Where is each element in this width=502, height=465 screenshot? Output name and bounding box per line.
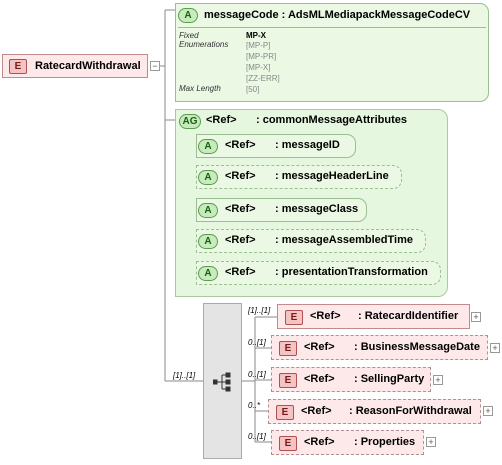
fixed-label: Fixed xyxy=(179,31,199,40)
attribute-ref: <Ref> xyxy=(225,234,256,246)
max-length-label: Max Length xyxy=(179,84,221,93)
enumeration-value: [MP-X] xyxy=(246,63,271,72)
attribute-message-assembled-time[interactable]: A <Ref> : messageAssembledTime xyxy=(196,229,426,253)
attribute-ref: <Ref> xyxy=(225,203,256,215)
attribute-badge-icon: A xyxy=(198,234,218,249)
attribute-name: : messageID xyxy=(275,139,340,151)
expand-icon[interactable]: + xyxy=(483,406,493,416)
child-name: : ReasonForWithdrawal xyxy=(349,405,472,417)
attribute-group-ref: <Ref> xyxy=(206,114,237,126)
child-properties[interactable]: E <Ref> : Properties xyxy=(271,430,424,455)
attribute-badge-icon: A xyxy=(198,139,218,154)
attribute-ref: <Ref> xyxy=(225,170,256,182)
child-cardinality: 0..[1] xyxy=(248,338,266,347)
expand-icon[interactable]: + xyxy=(471,312,481,322)
enumerations-label: Enumerations xyxy=(179,40,229,49)
child-name: : Properties xyxy=(354,436,416,448)
attribute-ref: <Ref> xyxy=(225,266,256,278)
child-ref: <Ref> xyxy=(310,310,341,322)
fixed-value: MP-X xyxy=(246,31,266,40)
child-name: : SellingParty xyxy=(354,373,425,385)
attribute-group-name: : commonMessageAttributes xyxy=(256,114,407,126)
attribute-ref: <Ref> xyxy=(225,139,256,151)
child-cardinality: 0..[1] xyxy=(248,432,266,441)
child-cardinality: 0..* xyxy=(248,401,261,410)
attribute-name: : messageClass xyxy=(275,203,359,215)
attribute-message-header-line[interactable]: A <Ref> : messageHeaderLine xyxy=(196,165,402,189)
attribute-message-id[interactable]: A <Ref> : messageID xyxy=(196,134,356,158)
child-ref: <Ref> xyxy=(304,341,335,353)
element-badge-icon: E xyxy=(9,59,27,74)
expand-icon[interactable]: + xyxy=(433,375,443,385)
child-business-message-date[interactable]: E <Ref> : BusinessMessageDate xyxy=(271,335,488,360)
child-name: : BusinessMessageDate xyxy=(354,341,480,353)
attribute-name: : messageAssembledTime xyxy=(275,234,413,246)
message-code-title: messageCode : AdsMLMediapackMessageCodeC… xyxy=(204,9,471,21)
collapse-icon[interactable]: − xyxy=(150,61,160,71)
element-badge-icon: E xyxy=(279,373,297,388)
expand-icon[interactable]: + xyxy=(490,343,500,353)
sequence-icon xyxy=(213,372,231,392)
element-badge-icon: E xyxy=(279,341,297,356)
message-code-attribute[interactable]: A messageCode : AdsMLMediapackMessageCod… xyxy=(175,3,489,102)
attribute-badge-icon: A xyxy=(198,170,218,185)
enumeration-value: [ZZ-ERR] xyxy=(246,74,280,83)
attribute-badge-icon: A xyxy=(178,8,198,23)
sequence-compositor[interactable] xyxy=(203,303,242,459)
child-cardinality: [1]..[1] xyxy=(248,306,271,315)
child-ref: <Ref> xyxy=(301,405,332,417)
enumeration-value: [MP-PR] xyxy=(246,52,277,61)
properties-divider xyxy=(178,27,486,28)
attribute-message-class[interactable]: A <Ref> : messageClass xyxy=(196,198,367,222)
root-element[interactable]: E RatecardWithdrawal xyxy=(2,54,148,78)
child-selling-party[interactable]: E <Ref> : SellingParty xyxy=(271,367,431,392)
child-name: : RatecardIdentifier xyxy=(358,310,459,322)
enumeration-value: [MP-P] xyxy=(246,41,271,50)
child-cardinality: 0..[1] xyxy=(248,370,266,379)
element-badge-icon: E xyxy=(285,310,303,325)
attribute-name: : messageHeaderLine xyxy=(275,170,389,182)
attribute-name: : presentationTransformation xyxy=(275,266,428,278)
child-ref: <Ref> xyxy=(304,436,335,448)
element-badge-icon: E xyxy=(279,436,297,451)
child-reason-for-withdrawal[interactable]: E <Ref> : ReasonForWithdrawal xyxy=(268,399,481,424)
attribute-group-badge-icon: AG xyxy=(179,114,201,129)
element-badge-icon: E xyxy=(276,405,294,420)
attribute-badge-icon: A xyxy=(198,266,218,281)
sequence-cardinality: [1]..[1] xyxy=(173,371,196,380)
max-length-value: [50] xyxy=(246,85,260,94)
child-ref: <Ref> xyxy=(304,373,335,385)
attribute-presentation-transformation[interactable]: A <Ref> : presentationTransformation xyxy=(196,261,441,285)
child-ratecard-identifier[interactable]: E <Ref> : RatecardIdentifier xyxy=(277,304,470,329)
expand-icon[interactable]: + xyxy=(426,437,436,447)
attribute-badge-icon: A xyxy=(198,203,218,218)
root-element-name: RatecardWithdrawal xyxy=(35,60,141,72)
